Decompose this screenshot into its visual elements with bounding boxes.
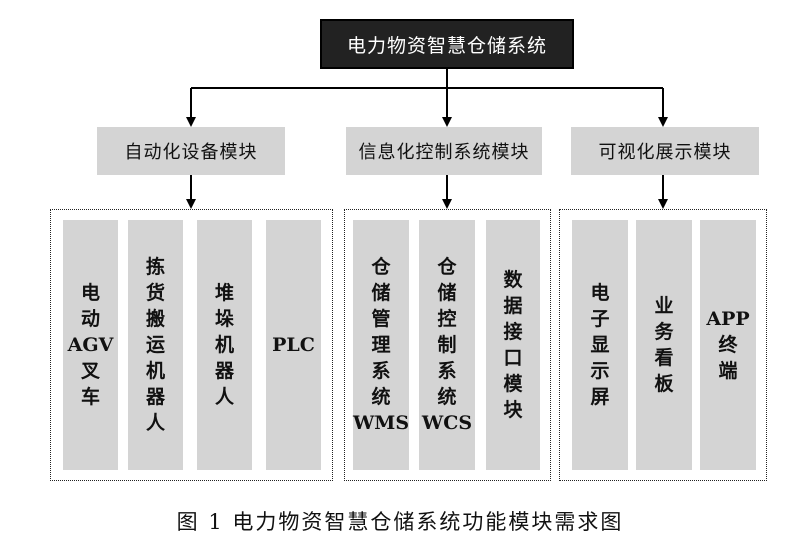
module-automation: 自动化设备模块 bbox=[97, 127, 285, 175]
item-display-screen: 电子显示屏 bbox=[572, 220, 628, 470]
item-stacker-robot: 堆垛机器人 bbox=[197, 220, 252, 470]
item-data-interface: 数据接口模块 bbox=[486, 220, 540, 470]
item-label: 拣货搬运机器人 bbox=[145, 256, 165, 434]
module-visualization: 可视化展示模块 bbox=[571, 127, 759, 175]
item-business-board: 业务看板 bbox=[636, 220, 692, 470]
root-node: 电力物资智慧仓储系统 bbox=[320, 19, 574, 69]
item-label: 业务看板 bbox=[654, 295, 674, 395]
item-picking-robot: 拣货搬运机器人 bbox=[128, 220, 183, 470]
figure-caption: 图 1 电力物资智慧仓储系统功能模块需求图 bbox=[176, 510, 624, 534]
item-label: 堆垛机器人 bbox=[214, 282, 234, 408]
module-info-control: 信息化控制系统模块 bbox=[346, 127, 542, 175]
item-label: 数据接口模块 bbox=[503, 269, 523, 421]
item-label: PLC bbox=[272, 334, 315, 356]
item-plc: PLC bbox=[266, 220, 321, 470]
item-label: 电子显示屏 bbox=[590, 282, 610, 408]
